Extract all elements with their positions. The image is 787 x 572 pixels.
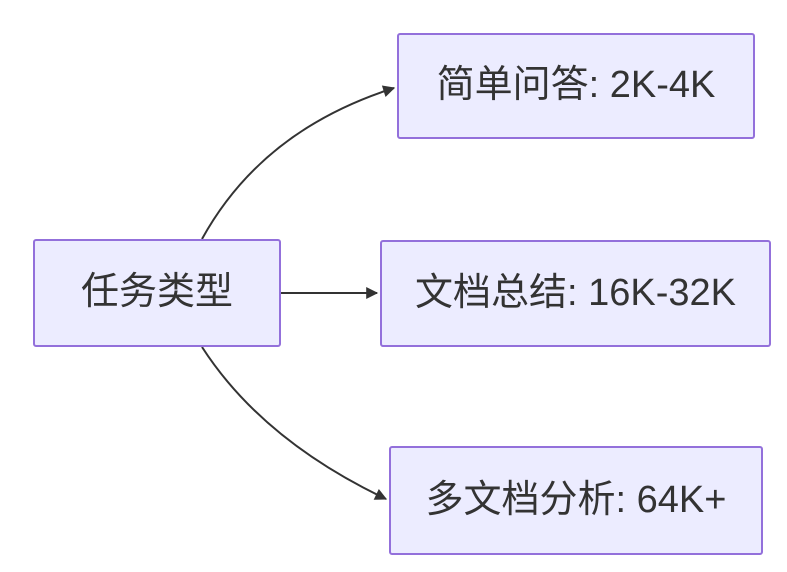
edge-root-to-simple-qa <box>201 85 396 240</box>
node-simple-qa-label: 简单问答: 2K-4K <box>436 64 716 107</box>
node-task-type: 任务类型 <box>33 239 281 347</box>
edge-root-to-multi-doc <box>201 346 388 500</box>
node-simple-qa: 简单问答: 2K-4K <box>397 33 755 139</box>
node-multi-doc: 多文档分析: 64K+ <box>389 446 763 555</box>
node-multi-doc-label: 多文档分析: 64K+ <box>425 478 727 521</box>
node-doc-summary: 文档总结: 16K-32K <box>380 240 771 347</box>
node-doc-summary-label: 文档总结: 16K-32K <box>415 271 736 314</box>
node-task-type-label: 任务类型 <box>80 271 233 314</box>
